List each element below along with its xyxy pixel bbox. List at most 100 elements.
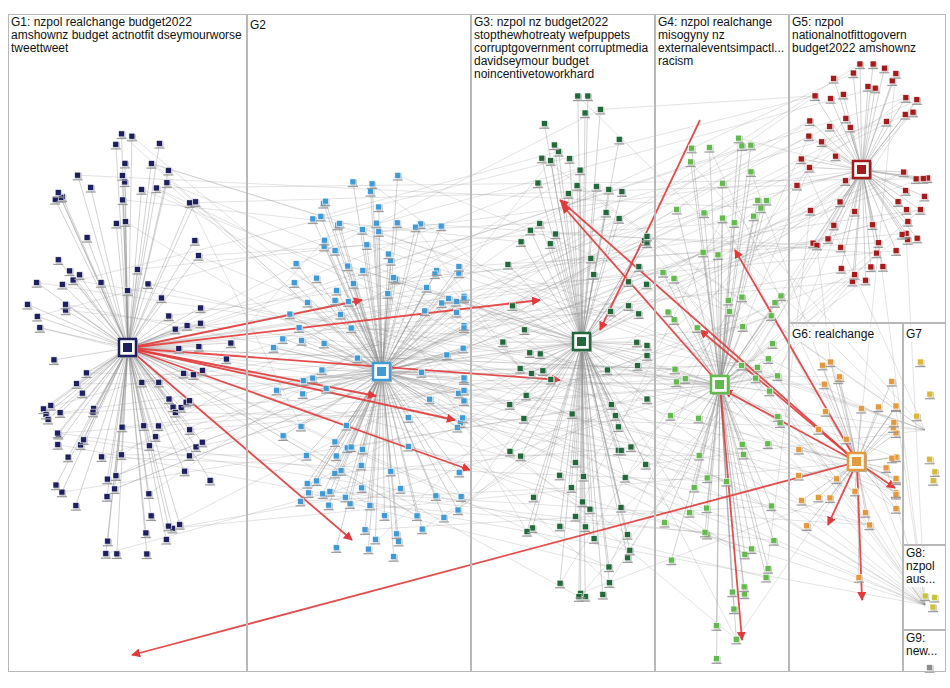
vertex-tag [589,543,599,544]
vertex-tag [604,571,614,572]
vertex [582,524,588,530]
vertex-shadow [377,230,383,236]
vertex [696,415,702,421]
vertex-shadow [147,444,153,450]
vertex-shadow [315,276,321,282]
vertex-shadow [456,508,462,514]
vertex-shadow [193,239,199,245]
vertex-shadow [592,537,598,543]
vertex-tag [353,362,363,363]
vertex-tag [370,543,380,544]
vertex-shadow [56,258,62,264]
vertex [825,236,831,242]
vertex-shadow [193,200,199,206]
vertex [207,477,213,483]
vertex [838,266,844,272]
vertex-shadow [688,511,694,517]
vertex-shadow [672,318,678,324]
vertex-shadow [625,533,631,539]
vertex-shadow [716,253,722,259]
vertex-tag [580,531,590,532]
vertex-shadow [419,222,425,228]
vertex-shadow [113,487,119,493]
vertex-shadow [726,298,732,304]
vertex [118,452,124,458]
vertex-tag [32,287,42,288]
network-edge [382,306,629,372]
network-edge [156,179,916,188]
vertex-tag [577,506,587,507]
vertex [146,491,152,497]
vertex [358,462,364,468]
vertex [807,118,813,124]
vertex-tag [389,561,399,562]
vertex-tag [142,558,152,559]
vertex-tag [336,475,346,476]
vertex-tag [81,377,91,378]
vertex [198,305,204,311]
vertex [345,299,351,305]
vertex-shadow [434,494,440,500]
vertex [461,375,467,381]
vertex-shadow [627,304,633,310]
vertex [531,494,537,500]
vertex [688,159,694,165]
vertex-tag [374,236,384,237]
vertex [612,413,618,419]
vertex [667,413,673,419]
vertex-shadow [377,205,383,211]
vertex-tag [191,451,201,452]
vertex [726,308,732,314]
vertex [673,379,679,385]
vertex-shadow [644,462,650,468]
vertex [343,422,349,428]
vertex-shadow [807,165,813,171]
vertex [148,161,154,167]
vertex [755,197,761,203]
vertex [850,70,856,76]
vertex-shadow [120,425,126,431]
vertex [741,584,747,590]
vertex-shadow [884,466,890,472]
vertex-shadow [77,273,83,279]
vertex-shadow [292,281,298,287]
vertex [177,522,183,528]
vertex-tag [430,278,440,279]
vertex [548,376,554,382]
vertex-tag [318,498,328,499]
vertex [199,367,205,373]
vertex [398,486,404,492]
vertex-tag [71,510,81,511]
network-edge [277,342,582,390]
vertex-shadow [140,380,146,386]
vertex-shadow [858,62,864,68]
vertex-shadow [58,411,64,417]
vertex-tag [319,244,329,245]
vertex-shadow [573,514,579,520]
vertex [838,244,844,250]
vertex [893,475,899,481]
vertex [98,280,104,286]
vertex [665,309,671,315]
vertex [359,485,365,491]
vertex-shadow [620,190,626,196]
vertex-tag [163,174,173,175]
vertex-shadow [586,94,592,100]
vertex-shadow [119,453,125,459]
vertex-shadow [459,495,465,501]
vertex-shadow [583,525,589,531]
vertex [529,525,535,531]
vertex-shadow [365,243,371,249]
vertex-tag [357,234,367,235]
vertex [460,345,466,351]
vertex-tag [57,496,67,497]
vertex-tag [269,352,279,353]
vertex-shadow [607,187,613,193]
network-edge [122,134,610,583]
vertex [572,459,578,465]
network-edge [66,304,857,462]
vertex-shadow [816,428,822,434]
network-edge [416,227,521,368]
vertex [600,591,606,597]
network-edge [638,316,772,366]
